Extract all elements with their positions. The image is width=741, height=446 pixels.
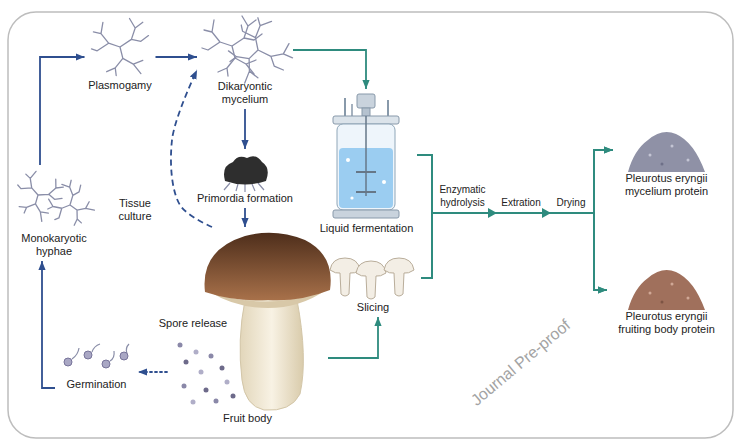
fermenter: [356, 171, 376, 173]
spores: [184, 360, 189, 365]
spores: [194, 350, 199, 355]
process-label: Extration: [501, 196, 542, 209]
germinating-spores: [64, 344, 129, 368]
plasmogamy-mycelium: [92, 18, 149, 75]
fermenter: [356, 191, 376, 193]
stage-label: Liquid fermentation: [319, 222, 414, 235]
mycelium-protein-powder: [661, 163, 664, 166]
fermenter: [351, 104, 353, 116]
spores: [182, 384, 187, 389]
fermenter: [357, 94, 375, 108]
stage-node: Germination: [55, 342, 138, 394]
fermenter: [365, 116, 367, 196]
flow-arrow: [244, 109, 246, 149]
monokaryotic-hyphae: [7, 164, 99, 234]
mushroom-slices: [330, 258, 360, 296]
stage-label: Pleurotus eryngii mycelium protein: [617, 172, 717, 198]
stage-node: Plasmogamy: [85, 12, 156, 95]
fermenter: [333, 210, 399, 218]
fruiting-body-protein-powder: [649, 292, 652, 295]
stage-label: Fruit body: [223, 412, 273, 425]
mushroom-fruit-body: [240, 300, 303, 410]
spores: [231, 394, 236, 399]
flow-arrow: [138, 371, 167, 373]
mycelium-protein-powder: [628, 132, 705, 172]
spores: [214, 399, 219, 404]
stage-label: Pleurotus eryngii fruiting body protein: [611, 310, 723, 336]
fruiting-body-protein-powder: [671, 283, 674, 286]
spores: [204, 388, 209, 393]
stage-label: Dikaryontic mycelium: [205, 80, 285, 106]
process-label: Drying: [556, 196, 586, 209]
mushroom-slices: [384, 258, 414, 296]
fruiting-body-protein-powder: [687, 297, 690, 300]
process-label: Enzymatic hydrolysis: [437, 183, 489, 209]
stage-node: Liquid fermentation: [316, 89, 417, 238]
outer-frame: [8, 12, 733, 438]
mushroom-fruit-body: [205, 233, 331, 301]
flow-arrow: [42, 261, 55, 388]
stage-node: Slicing: [325, 252, 421, 317]
flow-arrow: [328, 317, 378, 358]
dikaryotic-mycelium: [217, 9, 299, 91]
flow-arrow: [417, 150, 613, 213]
flow-arrow: [156, 56, 198, 58]
spores: [209, 354, 214, 359]
monokaryotic-hyphae: [40, 175, 99, 234]
stage-node: Primordia formation: [194, 149, 297, 208]
mushroom-slices: [330, 258, 414, 299]
stage-node: Dikaryontic mycelium: [197, 12, 293, 109]
flow-arrow: [40, 57, 85, 165]
mycelium-protein-powder: [649, 154, 652, 157]
watermark: Journal Pre-proof: [468, 317, 572, 407]
stage-label: Primordia formation: [197, 192, 294, 205]
spores: [220, 366, 225, 371]
fermenter: [362, 108, 370, 116]
flow-arrow: [244, 208, 246, 227]
mycelium-protein-powder: [687, 159, 690, 162]
stage-label: Monokaryotic hyphae: [14, 232, 94, 258]
germinating-spores: [84, 351, 92, 359]
annotation-label: Spore release: [158, 317, 228, 330]
mushroom-slices: [356, 261, 386, 299]
edge-label: Tissue culture: [110, 197, 160, 223]
flow-arrow: [293, 50, 366, 89]
spores: [191, 400, 196, 405]
fermenter: [387, 100, 389, 116]
stage-node: Monokaryotic hyphae: [11, 165, 98, 261]
spores: [199, 370, 204, 375]
fermenter: [344, 98, 346, 116]
dikaryotic-mycelium: [202, 16, 262, 76]
fruiting-body-protein-powder: [661, 301, 664, 304]
stage-node: Pleurotus eryngii mycelium protein: [613, 125, 720, 201]
flow-arrow: [417, 155, 607, 290]
mycelium-protein-powder: [671, 145, 674, 148]
stage-label: Plasmogamy: [88, 79, 153, 92]
spores: [225, 380, 230, 385]
germinating-spores: [64, 358, 72, 366]
fermenter: [333, 94, 399, 218]
primordia: [224, 156, 268, 192]
stage-label: Germination: [66, 378, 127, 391]
fermenter: [346, 158, 350, 162]
fermenter: [350, 196, 353, 199]
spores: [178, 343, 236, 405]
fruiting-body-protein-powder: [628, 270, 705, 310]
germinating-spores: [102, 360, 110, 368]
germinating-spores: [72, 344, 129, 361]
spores: [178, 343, 183, 348]
flow-arrow: [421, 150, 613, 278]
stage-node: Pleurotus eryngii fruiting body protein: [607, 263, 726, 339]
plasmogamy-mycelium: [92, 18, 149, 75]
fermenter: [382, 180, 386, 184]
flow-arrow: [421, 213, 607, 290]
primordia: [224, 156, 268, 184]
fruiting-body-protein-powder: [628, 270, 705, 310]
dikaryotic-mycelium: [202, 9, 299, 91]
stage-label: Slicing: [356, 301, 390, 314]
germinating-spores: [120, 352, 128, 360]
mycelium-protein-powder: [628, 132, 705, 172]
